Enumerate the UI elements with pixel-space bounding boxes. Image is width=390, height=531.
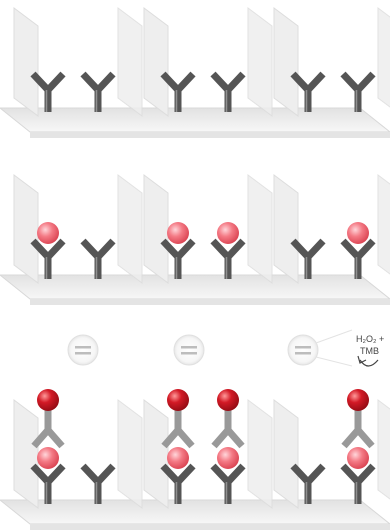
enzyme-label bbox=[37, 389, 59, 411]
wash-icon-bar-bottom bbox=[75, 352, 91, 355]
well-wall-left bbox=[144, 8, 168, 116]
panel-capture-antibodies bbox=[0, 8, 390, 138]
well-wall-left bbox=[14, 8, 38, 116]
detection-arm-right bbox=[178, 430, 192, 446]
plate-surface bbox=[0, 275, 390, 299]
capture-antibody-arm-right bbox=[358, 74, 373, 90]
antigen bbox=[347, 222, 369, 244]
plate-surface bbox=[0, 500, 390, 524]
well bbox=[274, 389, 390, 508]
capture-antibody bbox=[213, 389, 243, 504]
capture-antibody-arm-right bbox=[98, 74, 113, 90]
curved-arrow-head bbox=[358, 356, 366, 363]
capture-antibody bbox=[213, 222, 243, 279]
plate-edge bbox=[30, 299, 390, 305]
wash-icon-bar-top bbox=[75, 346, 91, 349]
enzyme-label bbox=[217, 389, 239, 411]
detection-antibody bbox=[214, 389, 242, 446]
capture-antibody bbox=[83, 241, 113, 279]
well-wall-right bbox=[378, 400, 390, 508]
well-wall-left bbox=[14, 400, 38, 508]
well-wall-left bbox=[274, 175, 298, 283]
capture-antibody-arm-right bbox=[48, 74, 63, 90]
well-wall-right bbox=[118, 400, 142, 508]
well-wall-right bbox=[118, 8, 142, 116]
reagent-pointer-top bbox=[316, 330, 352, 343]
wash-step bbox=[174, 335, 204, 365]
capture-antibody-arm-right bbox=[308, 74, 323, 90]
capture-antibody-arm-right bbox=[308, 466, 323, 482]
well-wall-left bbox=[144, 175, 168, 283]
well-wall-right bbox=[378, 8, 390, 116]
antigen bbox=[37, 222, 59, 244]
antigen bbox=[167, 447, 189, 469]
reagent-label-line1: H₂O₂ + bbox=[356, 334, 384, 344]
capture-antibody bbox=[343, 389, 373, 504]
well bbox=[274, 175, 390, 283]
capture-antibody-arm-right bbox=[98, 241, 113, 257]
panel-detection-antibodies bbox=[0, 389, 390, 530]
wash-icon bbox=[288, 335, 318, 365]
well-wall-left bbox=[274, 400, 298, 508]
well bbox=[14, 175, 142, 283]
antigen bbox=[217, 447, 239, 469]
capture-antibody bbox=[83, 74, 113, 112]
enzyme-label bbox=[347, 389, 369, 411]
capture-antibody-arm-right bbox=[178, 74, 193, 90]
enzyme-label bbox=[167, 389, 189, 411]
detection-antibody bbox=[164, 389, 192, 446]
well-wall-right bbox=[248, 8, 272, 116]
well bbox=[274, 8, 390, 116]
well-wall-right bbox=[118, 175, 142, 283]
well-wall-left bbox=[14, 175, 38, 283]
wash-icon bbox=[68, 335, 98, 365]
detection-arm-right bbox=[48, 430, 62, 446]
well bbox=[14, 8, 142, 116]
well bbox=[144, 175, 272, 283]
reagent-addition: H₂O₂ + TMB bbox=[356, 334, 384, 366]
wash-step bbox=[288, 335, 318, 365]
well bbox=[144, 8, 272, 116]
panel-antigen-binding bbox=[0, 175, 390, 305]
well bbox=[144, 389, 272, 508]
detection-arm-right bbox=[228, 430, 242, 446]
capture-antibody-arm-right bbox=[228, 74, 243, 90]
wash-icon bbox=[174, 335, 204, 365]
reagent-pointer-bottom bbox=[316, 357, 352, 366]
capture-antibody-arm-right bbox=[308, 241, 323, 257]
antigen bbox=[167, 222, 189, 244]
detection-arm-right bbox=[358, 430, 372, 446]
reagent-label-line2: TMB bbox=[360, 346, 379, 356]
well-wall-right bbox=[248, 175, 272, 283]
detection-antibody bbox=[34, 389, 62, 446]
well-wall-right bbox=[378, 175, 390, 283]
well bbox=[14, 389, 142, 508]
antigen bbox=[217, 222, 239, 244]
plate-edge bbox=[30, 524, 390, 530]
capture-antibody bbox=[343, 74, 373, 112]
wash-step bbox=[68, 335, 98, 365]
capture-antibody bbox=[213, 74, 243, 112]
wash-icon-bar-top bbox=[181, 346, 197, 349]
wash-icon-bar-bottom bbox=[181, 352, 197, 355]
capture-antibody bbox=[343, 222, 373, 279]
well-wall-right bbox=[248, 400, 272, 508]
wash-icon-bar-bottom bbox=[295, 352, 311, 355]
antigen bbox=[37, 447, 59, 469]
detection-antibody bbox=[344, 389, 372, 446]
well-wall-left bbox=[144, 400, 168, 508]
capture-antibody bbox=[83, 466, 113, 504]
curved-arrow-icon bbox=[360, 360, 378, 366]
capture-antibody-arm-right bbox=[98, 466, 113, 482]
plate-surface bbox=[0, 108, 390, 132]
plate-edge bbox=[30, 132, 390, 138]
well-wall-left bbox=[274, 8, 298, 116]
wash-icon-bar-top bbox=[295, 346, 311, 349]
antigen bbox=[347, 447, 369, 469]
